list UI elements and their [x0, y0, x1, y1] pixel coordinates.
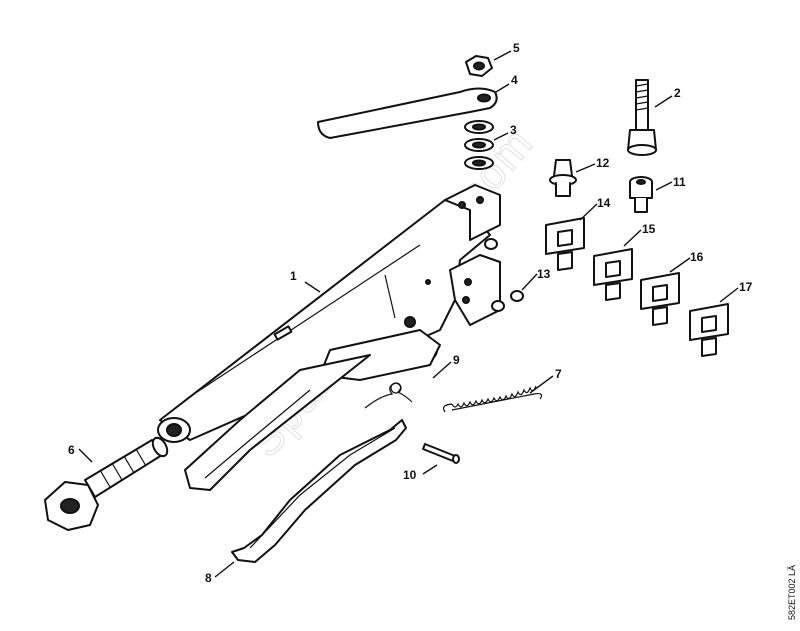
callout-12: 12	[596, 156, 610, 170]
callout-4: 4	[511, 73, 518, 87]
part-11-insert	[629, 176, 653, 213]
part-7-spring	[442, 385, 543, 413]
part-5-nut	[465, 55, 493, 77]
part-14-jaw-insert	[545, 217, 585, 271]
callout-16: 16	[690, 250, 704, 264]
part-17-jaw-insert	[689, 303, 729, 357]
part-13-grub-screws	[484, 238, 524, 312]
part-2-bolt	[627, 79, 657, 156]
callout-11: 11	[673, 175, 686, 189]
callout-14: 14	[597, 196, 611, 210]
callout-5: 5	[513, 41, 520, 55]
part-4-lever	[317, 87, 498, 139]
part-10-pin	[422, 443, 460, 464]
callout-15: 15	[642, 222, 656, 236]
callout-10: 10	[403, 468, 417, 482]
part-16-jaw-insert	[640, 272, 680, 326]
part-1-main-body	[157, 184, 501, 491]
part-9-wire-spring	[364, 382, 413, 409]
callout-6: 6	[68, 443, 75, 457]
callout-2: 2	[674, 86, 681, 100]
part-8-handle	[231, 419, 407, 563]
callout-1: 1	[290, 269, 297, 283]
callout-9: 9	[453, 353, 460, 367]
callout-8: 8	[205, 571, 212, 585]
part-15-jaw-insert	[593, 248, 633, 301]
callout-17: 17	[739, 280, 753, 294]
callout-labels: 1 2 3 4 5 6 7 8 9 10 11 12 13 14 15 16 1…	[68, 41, 753, 585]
callout-13: 13	[537, 267, 551, 281]
reference-code: 582ET002 LÄ	[787, 565, 797, 620]
part-6-threaded-bolt	[44, 436, 169, 531]
part-3-washers	[464, 120, 494, 170]
callout-7: 7	[555, 367, 562, 381]
leader-lines	[78, 50, 739, 578]
callout-3: 3	[510, 123, 517, 137]
part-12-stud	[549, 159, 577, 197]
